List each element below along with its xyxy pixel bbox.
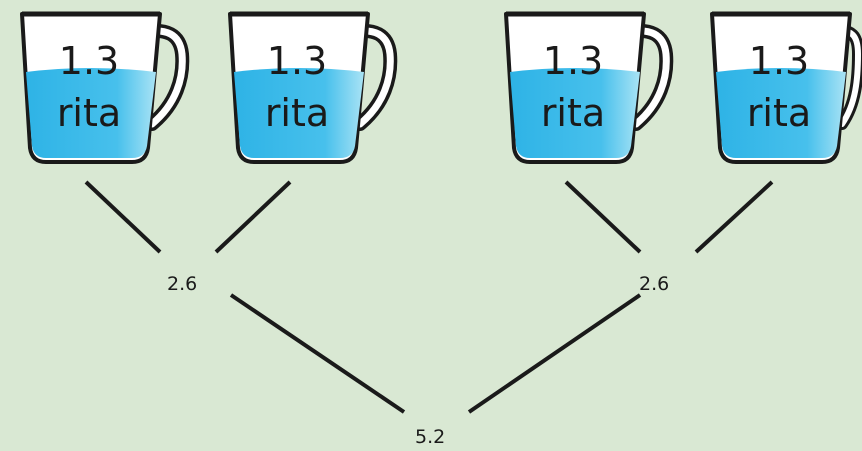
- line-cup4-to-right-sum: [694, 180, 774, 254]
- beaker-icon: [228, 11, 398, 164]
- measuring-cup-3: 1.3 rita: [500, 6, 680, 166]
- beaker-icon: [504, 11, 674, 164]
- cup-volume-value: 1.3: [58, 39, 120, 83]
- line-cup2-to-left-sum: [214, 180, 292, 254]
- line-cup3-to-right-sum: [564, 180, 642, 254]
- cup-volume-unit: rita: [56, 91, 122, 135]
- right-sum-label: 2.6: [639, 273, 670, 295]
- line-cup1-to-left-sum: [84, 180, 162, 254]
- cup-volume-unit: rita: [264, 91, 330, 135]
- cup-volume-value: 1.3: [266, 39, 328, 83]
- cup-volume-value: 1.3: [748, 39, 810, 83]
- line-left-sum-to-total: [229, 293, 406, 414]
- left-sum-label: 2.6: [167, 273, 198, 295]
- line-right-sum-to-total: [467, 293, 642, 414]
- measuring-cup-2: 1.3 rita: [224, 6, 404, 166]
- cup-volume-value: 1.3: [542, 39, 604, 83]
- beaker-icon: [710, 11, 862, 164]
- total-sum-label: 5.2: [415, 426, 446, 448]
- cup-volume-unit: rita: [540, 91, 606, 135]
- measuring-cup-1: 1.3 rita: [16, 6, 196, 166]
- measuring-cup-4: 1.3 rita: [706, 6, 862, 166]
- cup-volume-unit: rita: [746, 91, 812, 135]
- beaker-icon: [20, 11, 190, 164]
